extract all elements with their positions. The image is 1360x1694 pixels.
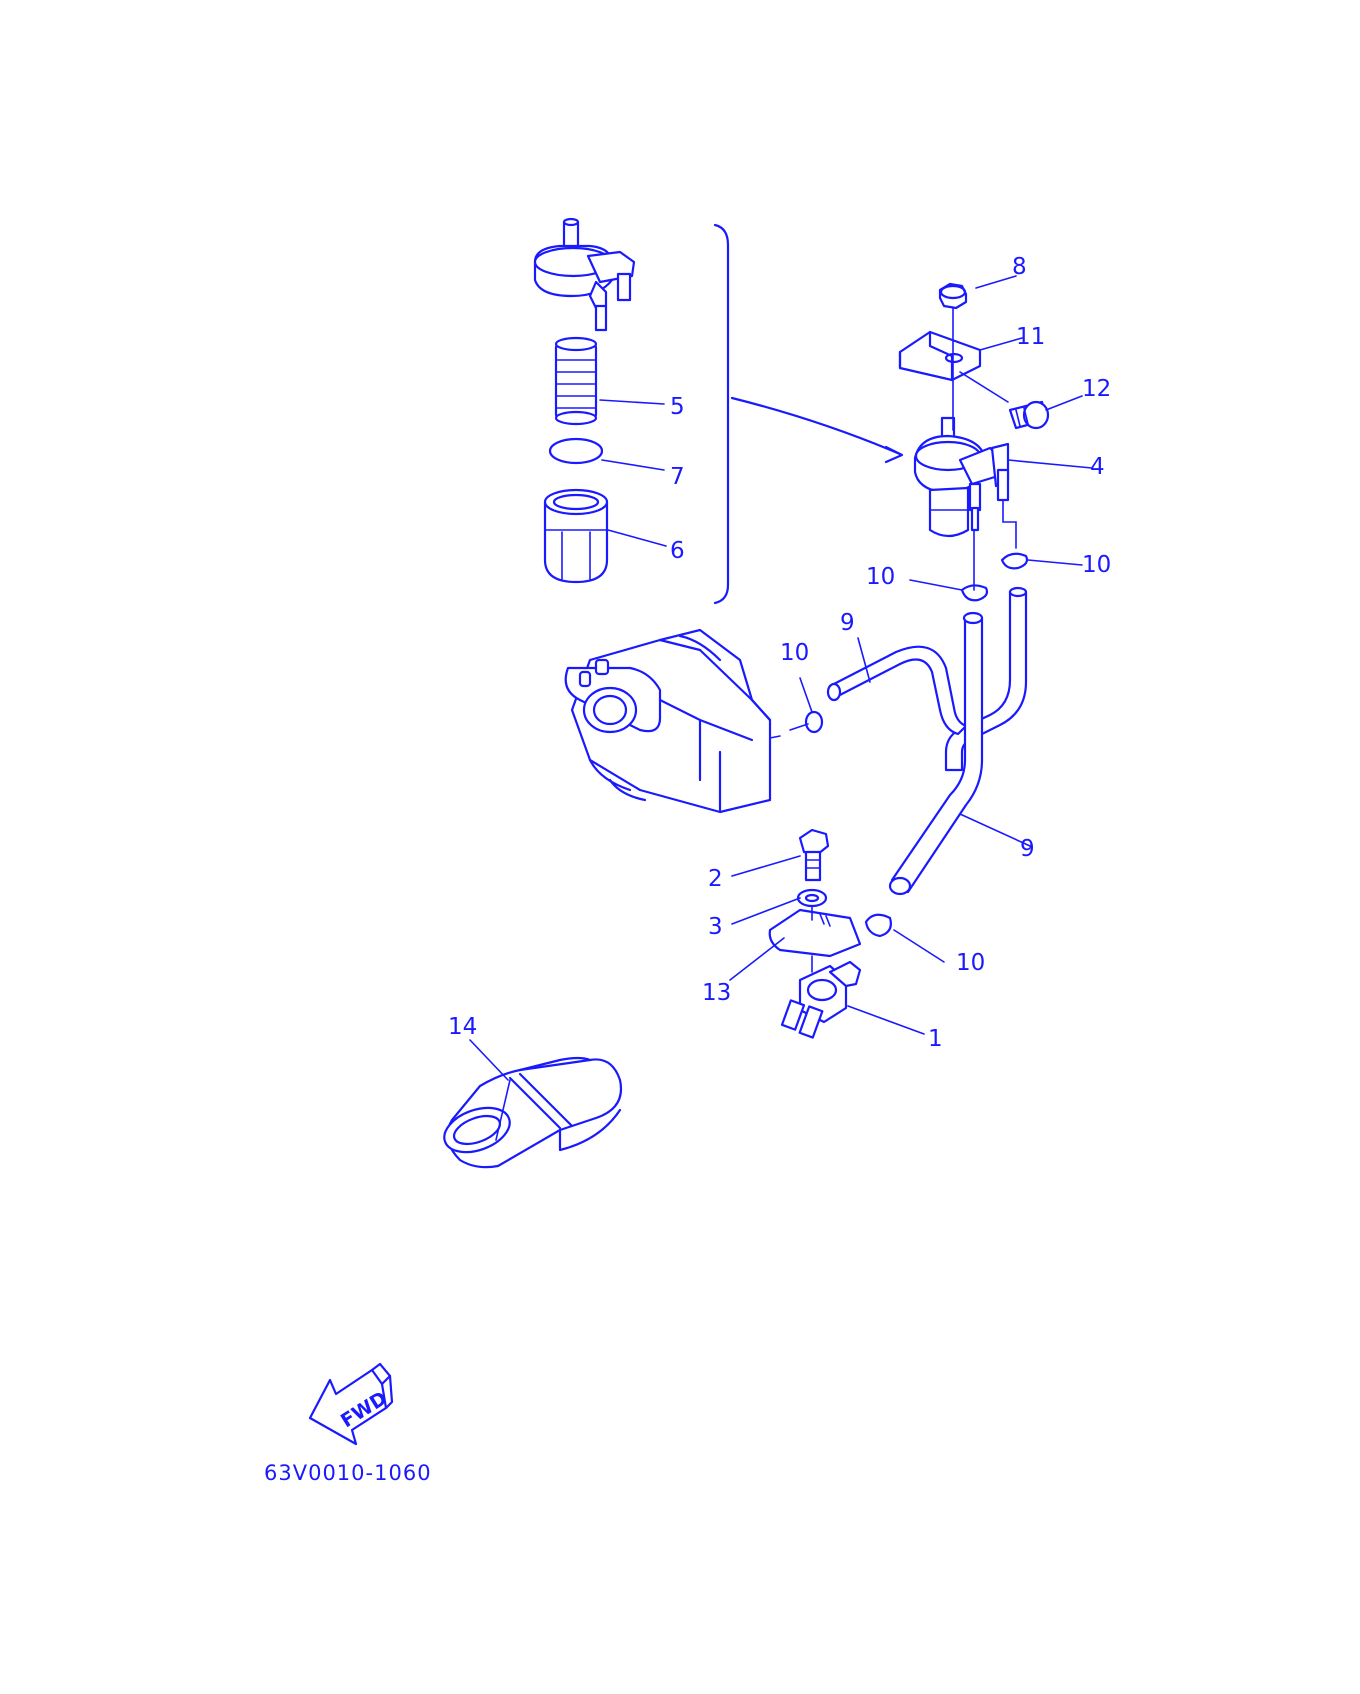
callout-5: 5 [670,394,685,420]
fuel-filter-assembly-part-4 [913,416,1010,538]
clip-part-10-d [864,913,892,938]
clip-part-10-a [1000,552,1029,570]
callout-1: 1 [928,1026,943,1052]
bolt-part-12 [1008,400,1050,430]
joint-part-1 [780,960,862,1039]
nut-part-8 [938,282,968,310]
callout-3: 3 [708,914,723,940]
diagram-code: 63V0010-1060 [264,1461,432,1485]
callout-10-a: 10 [1082,552,1111,578]
callout-9-a: 9 [840,610,855,636]
carburetor [564,628,809,814]
callout-11: 11 [1016,324,1045,350]
callout-10-b: 10 [866,564,895,590]
callout-8: 8 [1012,254,1027,280]
leader-lines [469,275,1093,1141]
fuel-hose-part-9-a [826,586,1028,772]
callout-10-d: 10 [956,950,985,976]
fuel-hose-part-9-b [888,611,984,896]
callout-7: 7 [670,464,685,490]
callout-13: 13 [702,980,731,1006]
filter-element-part-5 [554,336,598,426]
forward-direction-arrow: FWD [308,1362,394,1446]
filter-cup-part-6 [543,488,609,584]
clip-part-10-b [960,584,989,602]
callout-labels: 1 2 3 4 5 6 7 8 9 9 10 10 10 10 11 12 13… [448,254,1111,1052]
callout-4: 4 [1090,454,1105,480]
cover-part-14 [443,1056,623,1169]
callout-9-b: 9 [1020,836,1035,862]
callout-10-c: 10 [780,640,809,666]
fuel-filter-exploded-group [533,217,904,605]
bolt-part-2 [798,828,830,882]
callout-14: 14 [448,1014,477,1040]
callout-2: 2 [708,866,723,892]
exploded-view-arrow [730,396,902,456]
clip-part-10-c [804,710,824,734]
exploded-view-bracket [713,223,730,605]
plate-part-13 [768,908,862,958]
filter-cap-exploded [533,217,636,332]
callout-12: 12 [1082,376,1111,402]
o-ring-part-7 [548,437,604,465]
callout-6: 6 [670,538,685,564]
washer-part-3 [796,888,828,908]
bracket-part-11 [898,330,982,382]
